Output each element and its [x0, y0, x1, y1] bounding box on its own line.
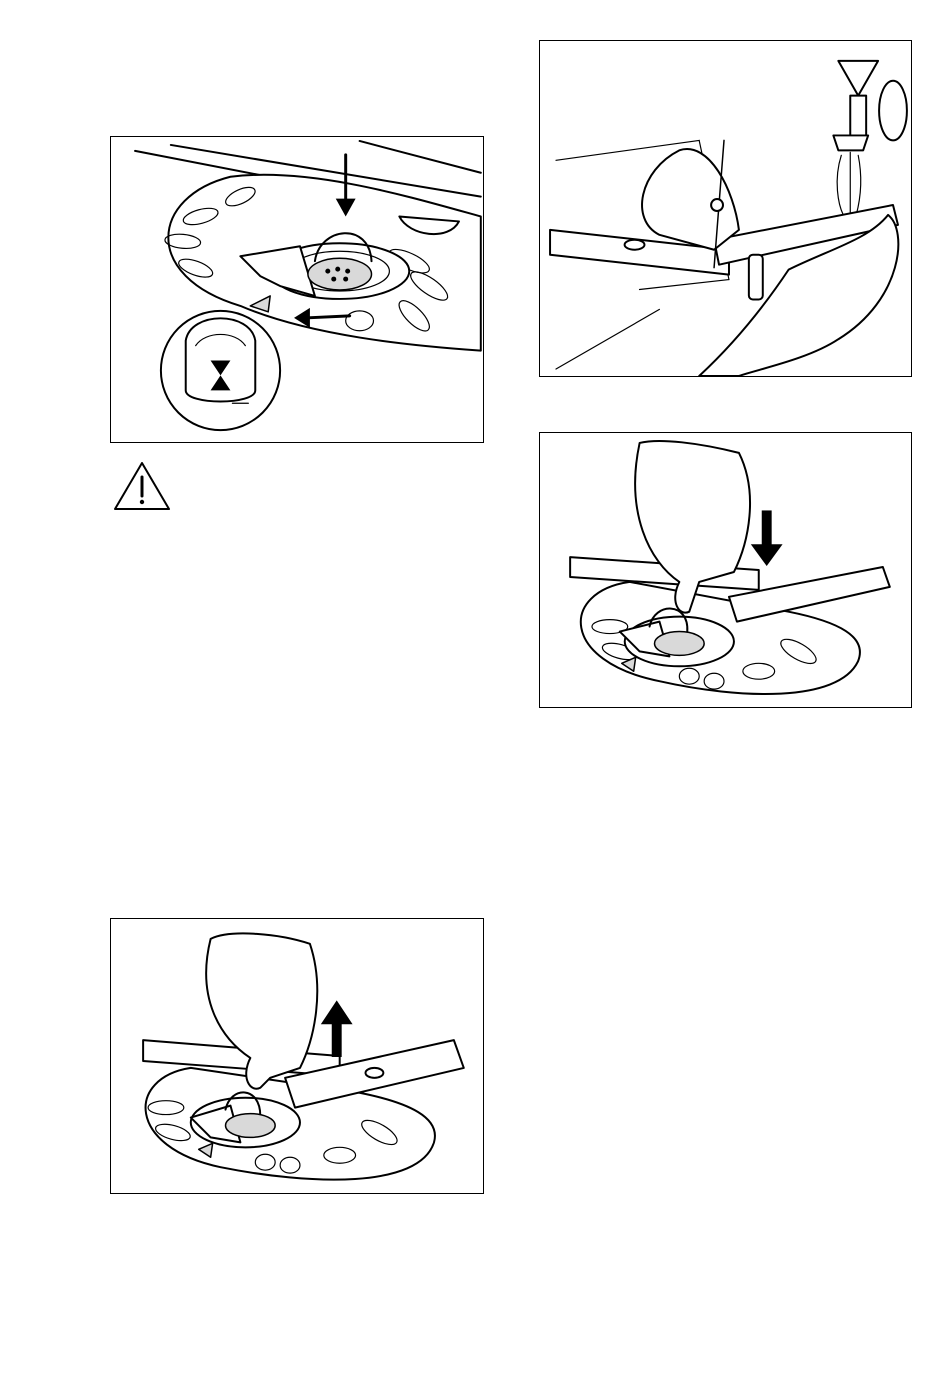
spray-arm-removal-illustration	[111, 919, 483, 1193]
filter-removal-illustration	[111, 137, 483, 442]
figure-spray-arm-refit	[539, 432, 912, 708]
figure-spray-arm-cleaning	[539, 40, 912, 377]
warning-triangle-icon	[112, 460, 172, 512]
spray-arm-cleaning-illustration	[540, 41, 911, 376]
spray-arm-refit-illustration	[540, 433, 911, 707]
figure-spray-arm-removal	[110, 918, 484, 1194]
figure-filter-removal	[110, 136, 484, 443]
